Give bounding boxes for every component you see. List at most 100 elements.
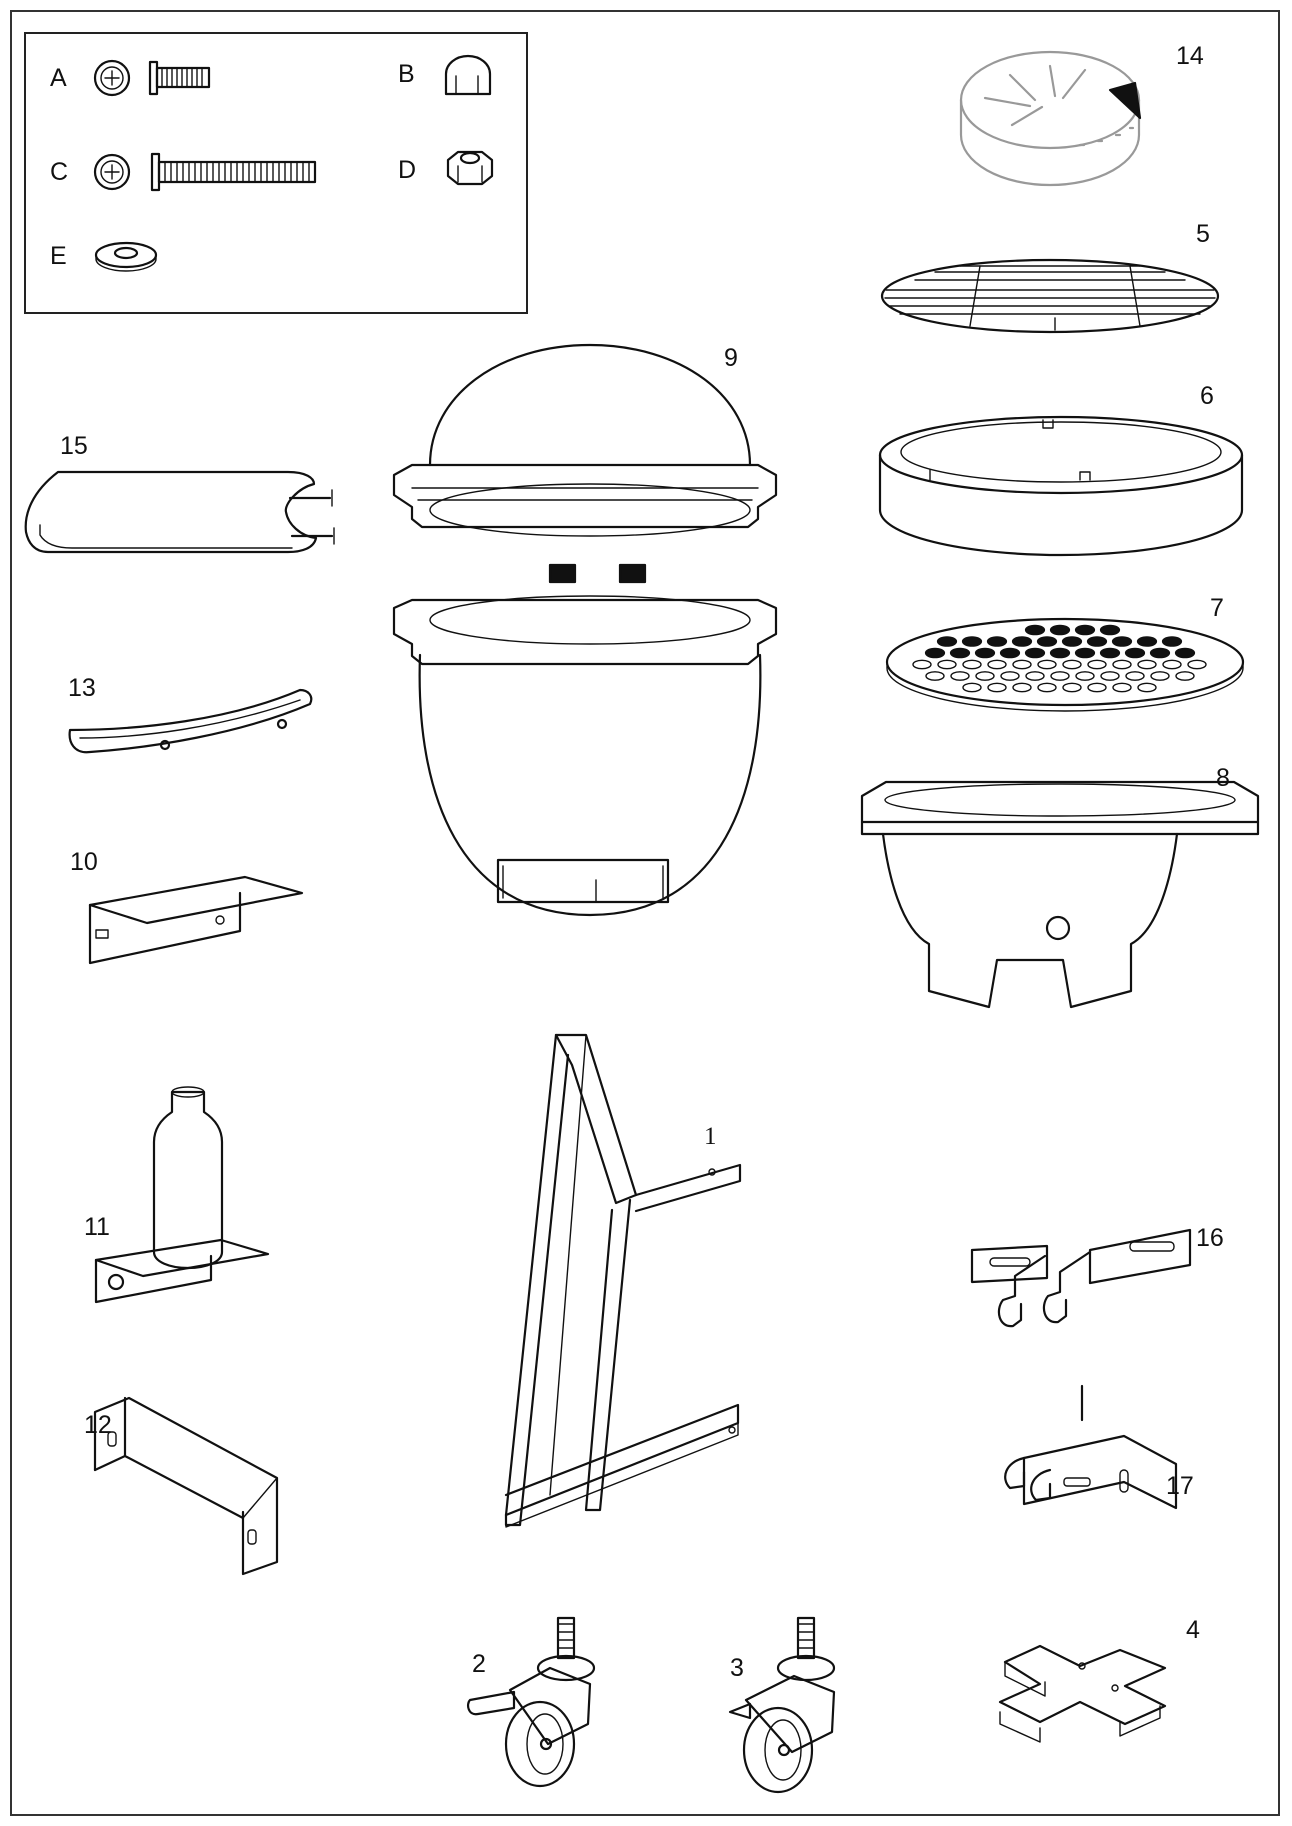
grate-hole: [1099, 647, 1121, 659]
grate-hole: [925, 671, 945, 681]
grate-hole: [975, 671, 995, 681]
acorn-nut-icon: [444, 54, 492, 96]
hardware-label-c: C: [50, 158, 69, 186]
grate-hole: [1037, 682, 1057, 693]
part-label-7: 7: [1210, 594, 1224, 622]
hinge-bracket-icon: [970, 1228, 1192, 1328]
grate-hole: [1150, 671, 1170, 681]
hinge-bracket-alt-icon: [1004, 1384, 1178, 1510]
grate-hole: [1175, 671, 1195, 681]
hardware-label-a: A: [50, 64, 67, 92]
part-label-17: 17: [1166, 1472, 1194, 1500]
grate-hole: [1125, 671, 1145, 681]
grate-hole: [1137, 682, 1157, 693]
base-cross-icon: [998, 1644, 1167, 1743]
side-shelf-icon: [24, 470, 335, 554]
bolt-long-icon: [93, 152, 317, 192]
grate-hole: [974, 647, 996, 659]
part-label-10: 10: [70, 848, 98, 876]
fire-ring-icon: [878, 415, 1244, 557]
grate-hole: [1124, 647, 1146, 659]
grate-hole: [1136, 636, 1158, 647]
dome-lid-body-icon: [392, 343, 778, 917]
locking-caster-icon: [467, 1616, 596, 1788]
grate-hole: [1037, 659, 1057, 670]
grate-hole: [912, 659, 932, 670]
part-label-3: 3: [730, 1654, 744, 1682]
part-label-15: 15: [60, 432, 88, 460]
charcoal-grate-holes: [912, 624, 1207, 693]
hardware-label-d: D: [398, 156, 417, 184]
part-label-11: 11: [84, 1213, 110, 1241]
grate-hole: [987, 682, 1007, 693]
firebox-icon: [860, 780, 1260, 1009]
grate-hole: [950, 671, 970, 681]
grate-hole: [1111, 636, 1133, 647]
bottle-opener-bracket-icon: [94, 1086, 270, 1304]
grate-hole: [1036, 636, 1058, 647]
part-label-9: 9: [724, 344, 738, 372]
grate-hole: [1087, 659, 1107, 670]
grate-hole: [1061, 636, 1083, 647]
grate-hole: [1174, 647, 1196, 659]
grate-hole: [949, 647, 971, 659]
hardware-label-e: E: [50, 242, 67, 270]
hardware-legend-box: [24, 32, 528, 314]
part-label-14: 14: [1176, 42, 1204, 70]
grate-hole: [1024, 624, 1046, 636]
part-label-6: 6: [1200, 382, 1214, 410]
grate-hole: [962, 659, 982, 670]
grate-hole: [936, 636, 958, 647]
page-border: [10, 10, 1280, 1816]
grate-hole: [1074, 624, 1096, 636]
u-bracket-icon: [93, 1396, 279, 1576]
grate-hole: [962, 682, 982, 693]
grate-hole: [1049, 624, 1071, 636]
grate-hole: [1161, 636, 1183, 647]
part-label-4: 4: [1186, 1616, 1200, 1644]
part-label-13: 13: [68, 674, 96, 702]
part-label-2: 2: [472, 1650, 486, 1678]
handle-icon: [68, 688, 313, 754]
grate-hole: [1162, 659, 1182, 670]
grate-hole: [1025, 671, 1045, 681]
part-label-5: 5: [1196, 220, 1210, 248]
grate-hole: [1112, 682, 1132, 693]
grate-hole: [1062, 682, 1082, 693]
grate-hole: [1050, 671, 1070, 681]
grate-hole: [924, 647, 946, 659]
part-label-12: 12: [84, 1411, 112, 1439]
grate-hole: [1011, 636, 1033, 647]
grate-hole: [1000, 671, 1020, 681]
grate-hole: [1187, 659, 1207, 670]
grate-hole: [937, 659, 957, 670]
hex-nut-icon: [446, 150, 494, 186]
grate-hole: [1024, 647, 1046, 659]
grate-hole: [961, 636, 983, 647]
grate-hole: [1099, 624, 1121, 636]
grate-hole: [1012, 659, 1032, 670]
grate-hole: [987, 659, 1007, 670]
grate-hole: [1112, 659, 1132, 670]
vent-cap-icon: [959, 50, 1142, 187]
grate-hole: [1049, 647, 1071, 659]
bolt-short-icon: [93, 59, 211, 97]
grate-hole: [1137, 659, 1157, 670]
grate-hole: [999, 647, 1021, 659]
grate-hole: [1012, 682, 1032, 693]
caster-icon: [728, 1616, 836, 1794]
grate-hole: [1087, 682, 1107, 693]
part-label-16: 16: [1196, 1224, 1224, 1252]
cooking-grate-icon: [880, 258, 1220, 334]
grate-hole: [986, 636, 1008, 647]
charcoal-grate-icon: [885, 617, 1245, 712]
grate-hole: [1075, 671, 1095, 681]
grate-hole: [1149, 647, 1171, 659]
shelf-bracket-icon: [88, 875, 304, 965]
grate-hole: [1074, 647, 1096, 659]
grate-hole: [1100, 671, 1120, 681]
part-label-1: 1: [704, 1123, 717, 1150]
part-label-8: 8: [1216, 764, 1230, 792]
washer-icon: [94, 241, 158, 272]
